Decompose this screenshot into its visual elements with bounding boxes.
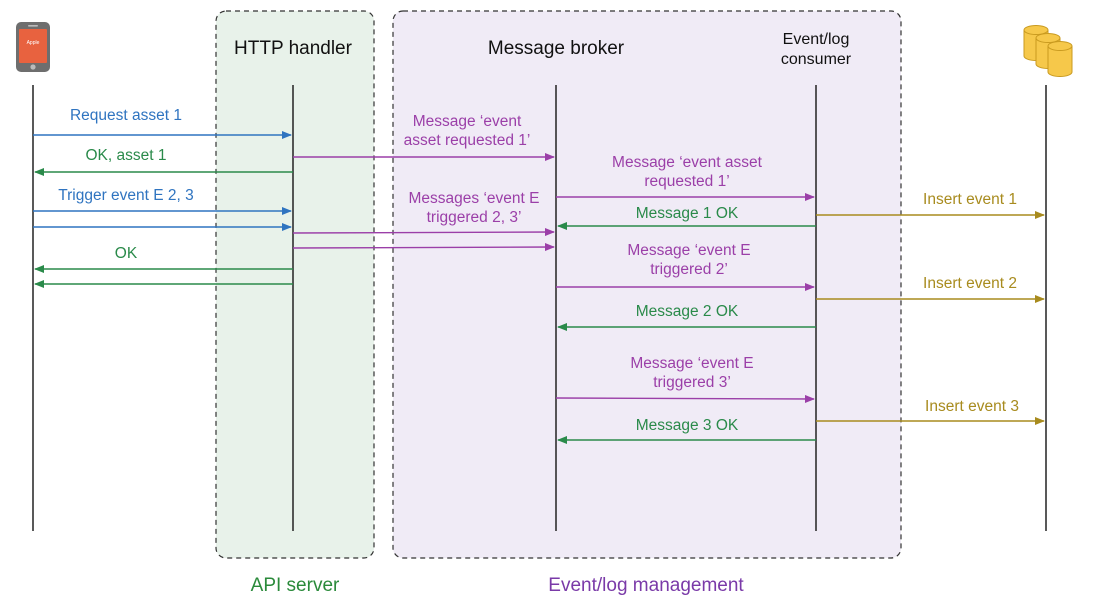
event-log-management-group bbox=[392, 10, 902, 559]
message-1-ok-label: Message 1 OK bbox=[636, 205, 739, 222]
consumer-e3-arrow bbox=[555, 394, 815, 403]
broker-consumer-messages: Message ‘event asset requested 1’ Messag… bbox=[555, 154, 816, 444]
consumer-asset-label-line2: requested 1’ bbox=[644, 173, 729, 190]
event-e-triggered-label-line1: Messages ‘event E bbox=[409, 190, 540, 207]
consumer-title-line2: consumer bbox=[781, 51, 852, 68]
client-http-messages: Request asset 1 OK, asset 1 Trigger even… bbox=[33, 107, 293, 288]
event-e-triggered-arrow-2 bbox=[292, 243, 555, 252]
consumer-e2-label-line1: Message ‘event E bbox=[627, 242, 750, 259]
ok-label: OK bbox=[115, 245, 138, 262]
insert-event-2-label: Insert event 2 bbox=[923, 275, 1017, 292]
event-asset-requested-label-line1: Message ‘event bbox=[413, 113, 522, 130]
event-log-management-label: Event/log management bbox=[548, 575, 744, 596]
event-e-triggered-arrow-1 bbox=[292, 228, 555, 237]
event-e-triggered-label-line2: triggered 2, 3’ bbox=[427, 209, 522, 226]
mobile-phone-icon: Apple bbox=[16, 22, 50, 72]
trigger-event-label: Trigger event E 2, 3 bbox=[58, 187, 194, 204]
consumer-asset-label-line1: Message ‘event asset bbox=[612, 154, 763, 171]
insert-event-3-label: Insert event 3 bbox=[925, 398, 1019, 415]
consumer-e3-label-line1: Message ‘event E bbox=[630, 355, 753, 372]
message-3-ok-label: Message 3 OK bbox=[636, 417, 739, 434]
consumer-title-line1: Event/log bbox=[783, 31, 850, 48]
consumer-database-messages: Insert event 1 Insert event 2 Insert eve… bbox=[816, 191, 1045, 425]
api-server-group bbox=[215, 10, 375, 559]
ok-asset-label: OK, asset 1 bbox=[86, 147, 167, 164]
http-handler-title: HTTP handler bbox=[234, 38, 353, 59]
message-broker-title: Message broker bbox=[488, 38, 625, 59]
insert-event-1-label: Insert event 1 bbox=[923, 191, 1017, 208]
event-asset-requested-label-line2: asset requested 1’ bbox=[404, 132, 531, 149]
consumer-e2-label-line2: triggered 2’ bbox=[650, 261, 728, 278]
phone-screen-text: Apple bbox=[27, 40, 40, 46]
consumer-e3-label-line2: triggered 3’ bbox=[653, 374, 731, 391]
http-broker-messages: Message ‘event asset requested 1’ Messag… bbox=[292, 113, 555, 252]
api-server-label: API server bbox=[251, 575, 340, 596]
message-2-ok-label: Message 2 OK bbox=[636, 303, 739, 320]
database-icon bbox=[1023, 25, 1073, 77]
request-asset-label: Request asset 1 bbox=[70, 107, 182, 124]
